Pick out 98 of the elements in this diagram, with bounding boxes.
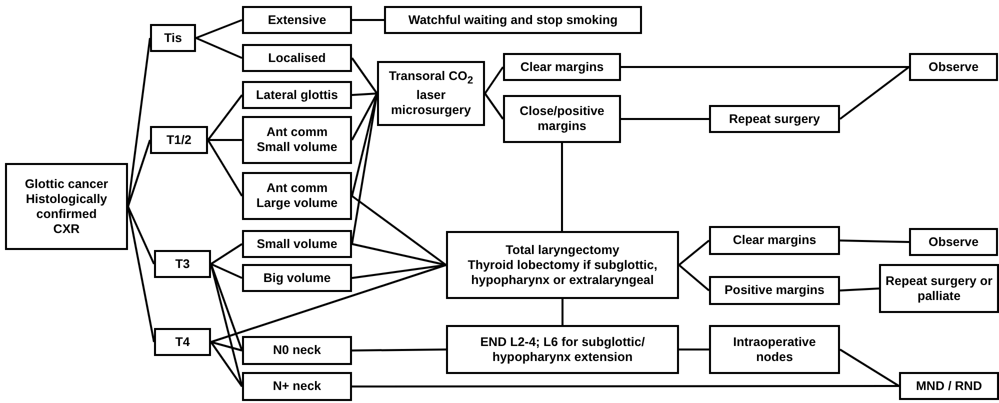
box-text: Watchful waiting and stop smoking <box>408 12 618 28</box>
process-box <box>242 264 352 292</box>
box-text: Total laryngectomy <box>506 242 620 258</box>
process-box <box>709 276 840 305</box>
connector-line <box>196 37 242 59</box>
process-box <box>242 6 352 34</box>
connector-line <box>840 240 910 243</box>
connector-line <box>678 240 710 266</box>
box-text: Positive margins <box>724 283 825 298</box>
connector-line <box>196 19 242 39</box>
connector-line <box>352 19 384 21</box>
process-box <box>709 325 840 374</box>
process-box <box>242 336 352 365</box>
box-text: Histologically confirmed <box>24 192 108 222</box>
box-text: Clear margins <box>732 233 816 248</box>
box-text: Intraoperative nodes <box>732 334 817 364</box>
box-text: T3 <box>175 256 190 272</box>
process-box <box>242 116 352 164</box>
process-box <box>242 230 352 258</box>
process-box <box>150 24 196 52</box>
connector-line <box>621 118 709 120</box>
connector-line <box>352 385 899 388</box>
box-text: Repeat surgery or palliate <box>884 274 994 304</box>
process-box <box>446 231 679 299</box>
connector-line <box>210 243 243 265</box>
box-text: N+ neck <box>272 379 322 394</box>
process-box <box>242 44 352 72</box>
process-box <box>879 264 999 313</box>
process-box <box>242 372 352 401</box>
connector-line <box>352 243 446 266</box>
box-text: Observe <box>928 60 979 74</box>
connector-line <box>127 206 155 342</box>
connector-line <box>352 92 378 96</box>
process-box <box>909 53 998 81</box>
connector-line <box>352 264 446 279</box>
connector-line <box>351 57 378 94</box>
box-text: MND / RND <box>916 378 982 394</box>
box-text: END L2-4; L6 for subglottic/ hypopharynx extension <box>479 334 646 364</box>
process-box <box>899 372 999 400</box>
connector-line <box>207 94 243 141</box>
connector-line <box>351 195 447 266</box>
connector-line <box>484 66 504 94</box>
process-box <box>446 325 679 374</box>
box-text: Localised <box>268 50 326 66</box>
connector-line <box>839 348 900 387</box>
box-text: T4 <box>175 334 190 350</box>
connector-line <box>839 66 910 120</box>
process-box <box>377 61 485 126</box>
box-text: Close/positive margins <box>518 104 606 134</box>
box-text: Glottic cancer <box>24 176 108 192</box>
box-text: T1/2 <box>166 132 192 148</box>
box-text: Clear margins <box>520 60 604 74</box>
connector-line <box>210 264 243 351</box>
box-text: Observe <box>928 234 979 250</box>
process-box <box>242 172 352 220</box>
process-box <box>154 250 211 278</box>
connector-line <box>210 263 242 279</box>
connector-line <box>210 341 242 352</box>
connector-line <box>621 66 909 68</box>
box-text: Tis <box>164 30 182 46</box>
connector-line <box>210 264 243 387</box>
process-box <box>242 81 352 109</box>
connector-line <box>127 206 155 264</box>
process-box <box>709 226 840 255</box>
connector-line <box>561 143 563 231</box>
box-text: Large volume <box>256 196 338 211</box>
box-text: Thyroid lobectomy if subglottic, hypopharynx or extralaryngeal <box>466 258 658 288</box>
process-box <box>384 6 642 34</box>
connector-line <box>207 139 243 197</box>
box-text: Extensive <box>268 12 326 28</box>
connector-line <box>210 264 446 343</box>
process-box <box>909 228 998 256</box>
box-text: Transoral CO$_{2}$ laser microsurgery <box>388 69 474 118</box>
connector-line <box>679 348 709 350</box>
process-box <box>5 163 128 250</box>
box-text: Repeat surgery <box>728 112 820 126</box>
process-box <box>503 53 621 81</box>
process-box <box>709 105 840 133</box>
connector-line <box>484 92 504 120</box>
box-text: Big volume <box>263 270 331 286</box>
box-text: CXR <box>53 222 80 236</box>
connector-line <box>840 288 880 292</box>
box-text: Ant comm <box>266 181 328 196</box>
box-text: Small volume <box>256 236 338 252</box>
process-box <box>150 126 208 154</box>
connector-line <box>678 264 710 292</box>
connector-line <box>210 341 243 388</box>
connector-line <box>127 140 151 207</box>
connector-line <box>351 93 378 140</box>
connector-line <box>352 348 446 352</box>
connector-line <box>562 299 564 325</box>
process-box <box>503 95 621 143</box>
box-text: Ant comm <box>266 125 328 140</box>
box-text: Lateral glottis <box>256 88 338 102</box>
process-box <box>154 328 211 356</box>
connector-line <box>208 139 242 141</box>
box-text: N0 neck <box>273 343 321 358</box>
box-text: Small volume <box>256 140 338 155</box>
